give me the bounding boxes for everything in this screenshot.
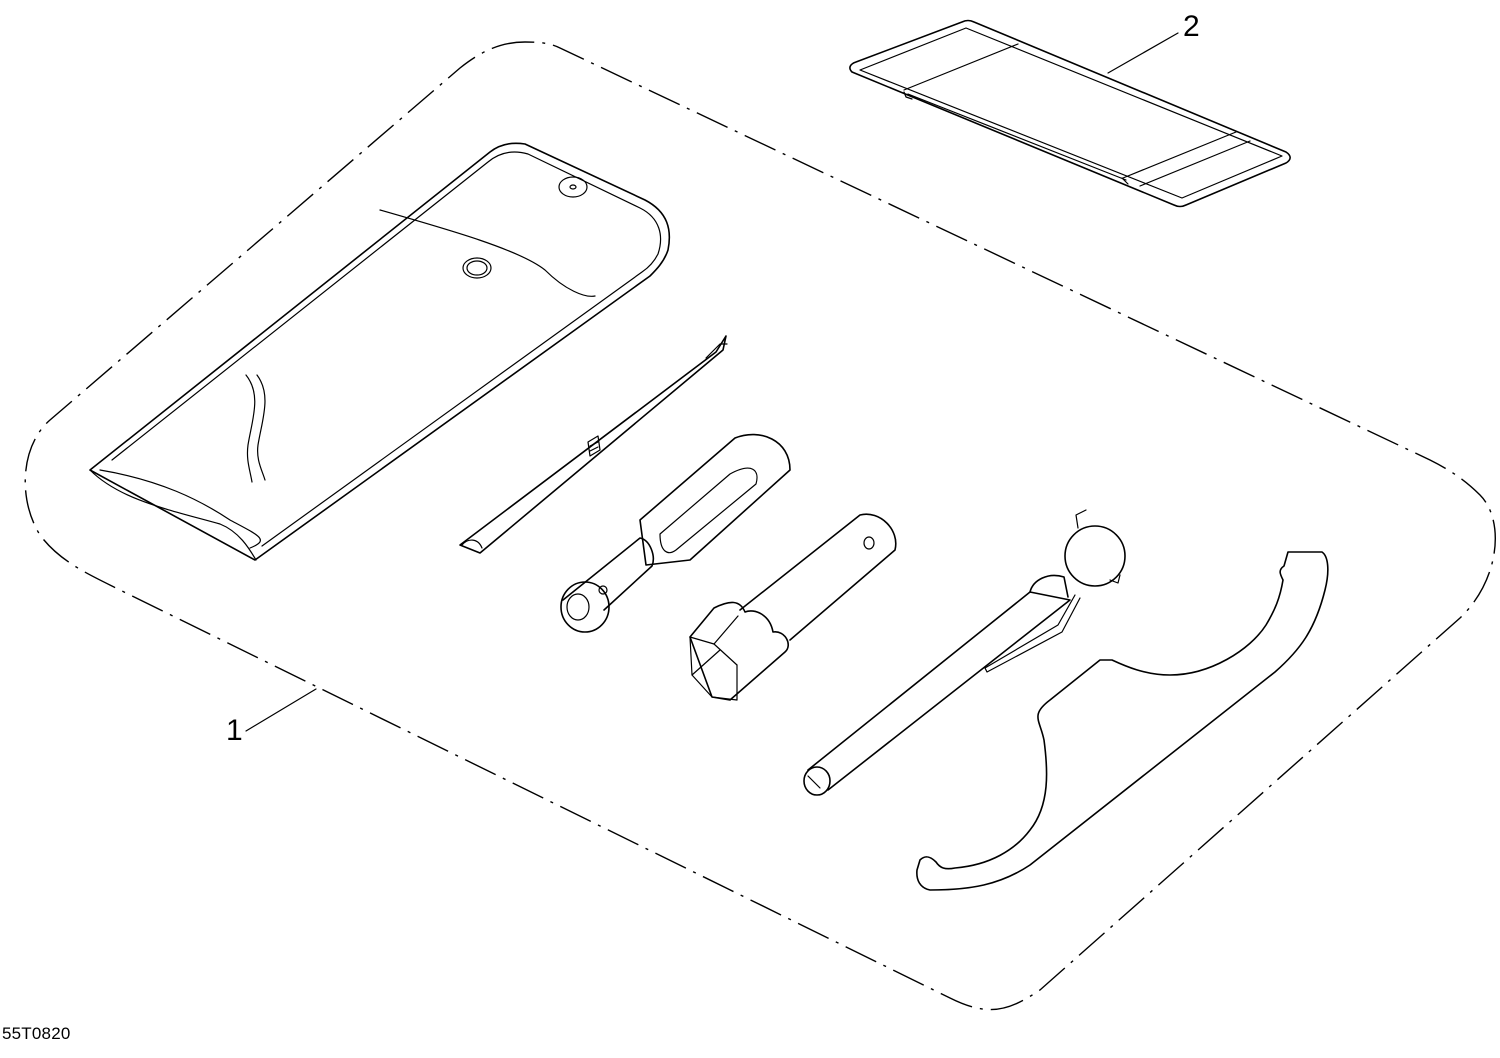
callout-number-1: 1 bbox=[226, 714, 243, 747]
tool-pouch bbox=[89, 142, 671, 561]
tool-kit-group-outline bbox=[24, 41, 1496, 1011]
spanner-hook-wrench bbox=[916, 551, 1329, 891]
callout-1-leader bbox=[245, 688, 317, 732]
spark-plug-socket-wrench bbox=[689, 513, 897, 701]
extension-bar bbox=[803, 509, 1126, 796]
callout-number-2: 2 bbox=[1183, 10, 1200, 43]
socket-handle bbox=[560, 433, 791, 633]
callout-2-leader bbox=[1107, 32, 1179, 74]
tool-kit-frame-part-2 bbox=[849, 19, 1291, 208]
figure-id-label: 55T0820 bbox=[2, 1024, 71, 1043]
screwdriver-bit bbox=[459, 335, 728, 554]
